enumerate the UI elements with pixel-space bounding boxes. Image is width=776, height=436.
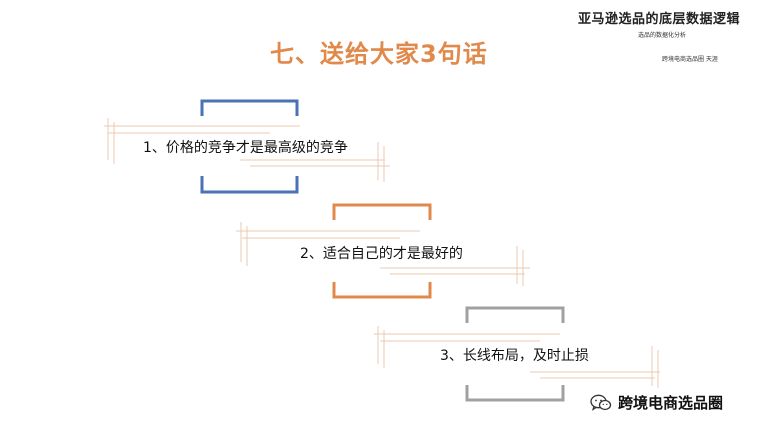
point-1-bracket-bottom — [200, 176, 299, 194]
point-1-text: 1、价格的竞争才是最高级的竞争 — [143, 140, 348, 156]
point-3-text: 3、长线布局，及时止损 — [440, 348, 589, 364]
point-2-text: 2、适合自己的才是最好的 — [300, 246, 463, 262]
point-2-decoration — [236, 203, 530, 299]
watermark-text: 跨境电商选品圈 — [618, 394, 724, 412]
slide-title: 七、送给大家3句话 — [270, 40, 488, 68]
header-author: 跨境电商选品圈 天涯 — [662, 56, 718, 63]
point-1-decoration — [104, 99, 390, 194]
header-title: 亚马逊选品的底层数据逻辑 — [578, 12, 741, 27]
header-subtitle: 选品的数据化分析 — [638, 32, 687, 39]
wechat-icon — [590, 394, 612, 411]
point-3-bracket-bottom — [465, 385, 565, 402]
point-2-bracket-bottom — [332, 282, 432, 299]
point-3-decoration — [374, 306, 660, 402]
point-1-bracket-top — [200, 99, 299, 116]
point-3-bracket-top — [465, 306, 565, 323]
point-2-bracket-top — [332, 203, 432, 220]
watermark: 跨境电商选品圈 — [590, 392, 723, 413]
